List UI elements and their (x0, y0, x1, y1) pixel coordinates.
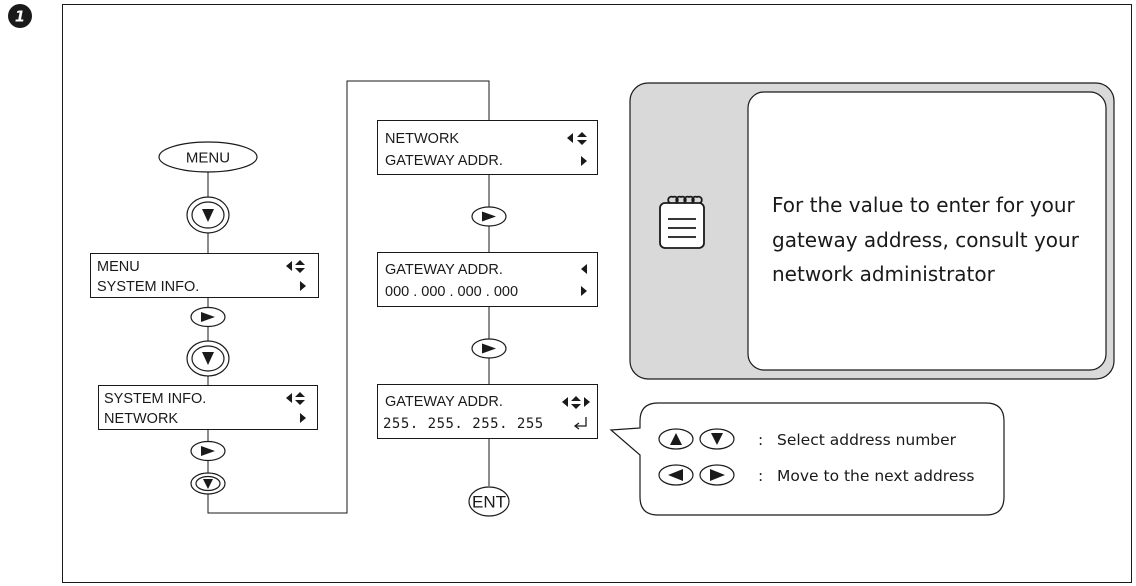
legend-sep-1: : (758, 431, 763, 449)
legend-callout: : Select address number : Move to the ne… (609, 402, 1005, 516)
ent-key-label: ENT (472, 493, 506, 512)
right-arrow-icon (201, 446, 215, 456)
lcd-gateway-value: GATEWAY ADDR. 255. 255. 255. 255 (377, 384, 598, 439)
legend-text-2: Move to the next address (777, 467, 975, 485)
lcd-network-gateway: NETWORK GATEWAY ADDR. (377, 120, 598, 175)
up-down-icon (571, 396, 581, 409)
right-key[interactable] (699, 464, 735, 486)
note-line-2: gateway address, consult your (772, 228, 1080, 252)
legend-sep-2: : (758, 467, 763, 485)
up-key[interactable] (658, 428, 694, 450)
right-key[interactable] (471, 338, 507, 359)
right-triangle-icon (581, 156, 587, 166)
legend-text-1: Select address number (777, 431, 957, 449)
left-triangle-icon (581, 264, 587, 274)
up-down-icon (577, 132, 587, 145)
up-down-icon (295, 392, 305, 405)
note-panel: For the value to enter for your gateway … (629, 82, 1115, 380)
down-key[interactable] (190, 472, 226, 495)
right-arrow-icon (710, 469, 725, 481)
lcd-line2: GATEWAY ADDR. (385, 153, 503, 169)
right-triangle-icon (584, 397, 590, 407)
lcd-gateway-zero: GATEWAY ADDR. 000 . 000 . 000 . 000 (377, 252, 598, 307)
right-arrow-icon (482, 343, 496, 354)
lcd-line2: SYSTEM INFO. (97, 279, 199, 295)
lcd-line1: GATEWAY ADDR. (385, 394, 503, 410)
right-arrow-icon (201, 312, 215, 322)
note-line-1: For the value to enter for your (772, 193, 1076, 217)
down-arrow-icon (711, 433, 723, 445)
down-key[interactable] (186, 340, 230, 377)
right-key[interactable] (471, 206, 507, 227)
note-line-3: network administrator (772, 262, 996, 286)
right-key[interactable] (190, 306, 226, 328)
right-arrow-icon (482, 211, 496, 222)
ent-key[interactable]: ENT (468, 486, 510, 517)
left-triangle-icon (567, 133, 573, 143)
enter-return-icon (573, 417, 587, 430)
menu-key[interactable]: MENU (158, 141, 258, 173)
step-badge: 1 (8, 4, 32, 28)
right-triangle-icon (581, 286, 587, 296)
lcd-system-network: SYSTEM INFO. NETWORK (98, 385, 318, 430)
left-triangle-icon (286, 261, 292, 271)
lcd-line1: NETWORK (385, 131, 459, 147)
right-triangle-icon (300, 413, 306, 423)
lcd-menu-system: MENU SYSTEM INFO. (90, 253, 319, 298)
left-triangle-icon (562, 397, 568, 407)
down-arrow-icon (203, 479, 213, 489)
right-key[interactable] (190, 440, 226, 462)
down-arrow-icon (202, 209, 214, 222)
up-arrow-icon (670, 433, 682, 445)
lcd-line1: GATEWAY ADDR. (385, 262, 503, 278)
connector-lines (207, 80, 490, 514)
left-arrow-icon (668, 469, 683, 481)
down-key[interactable] (186, 196, 230, 234)
lcd-line2: 000 . 000 . 000 . 000 (385, 284, 518, 300)
down-arrow-icon (202, 352, 214, 365)
lcd-line2: NETWORK (104, 411, 178, 427)
lcd-line1: MENU (97, 259, 140, 275)
lcd-line2: 255. 255. 255. 255 (383, 416, 544, 432)
left-triangle-icon (286, 393, 292, 403)
memo-icon (659, 195, 705, 249)
lcd-line1: SYSTEM INFO. (104, 391, 206, 407)
panel-frame (62, 4, 1132, 583)
left-key[interactable] (658, 464, 694, 486)
step-number: 1 (15, 8, 25, 26)
menu-key-label: MENU (186, 150, 230, 167)
down-key[interactable] (699, 428, 735, 450)
up-down-icon (295, 260, 305, 273)
right-triangle-icon (300, 281, 306, 291)
